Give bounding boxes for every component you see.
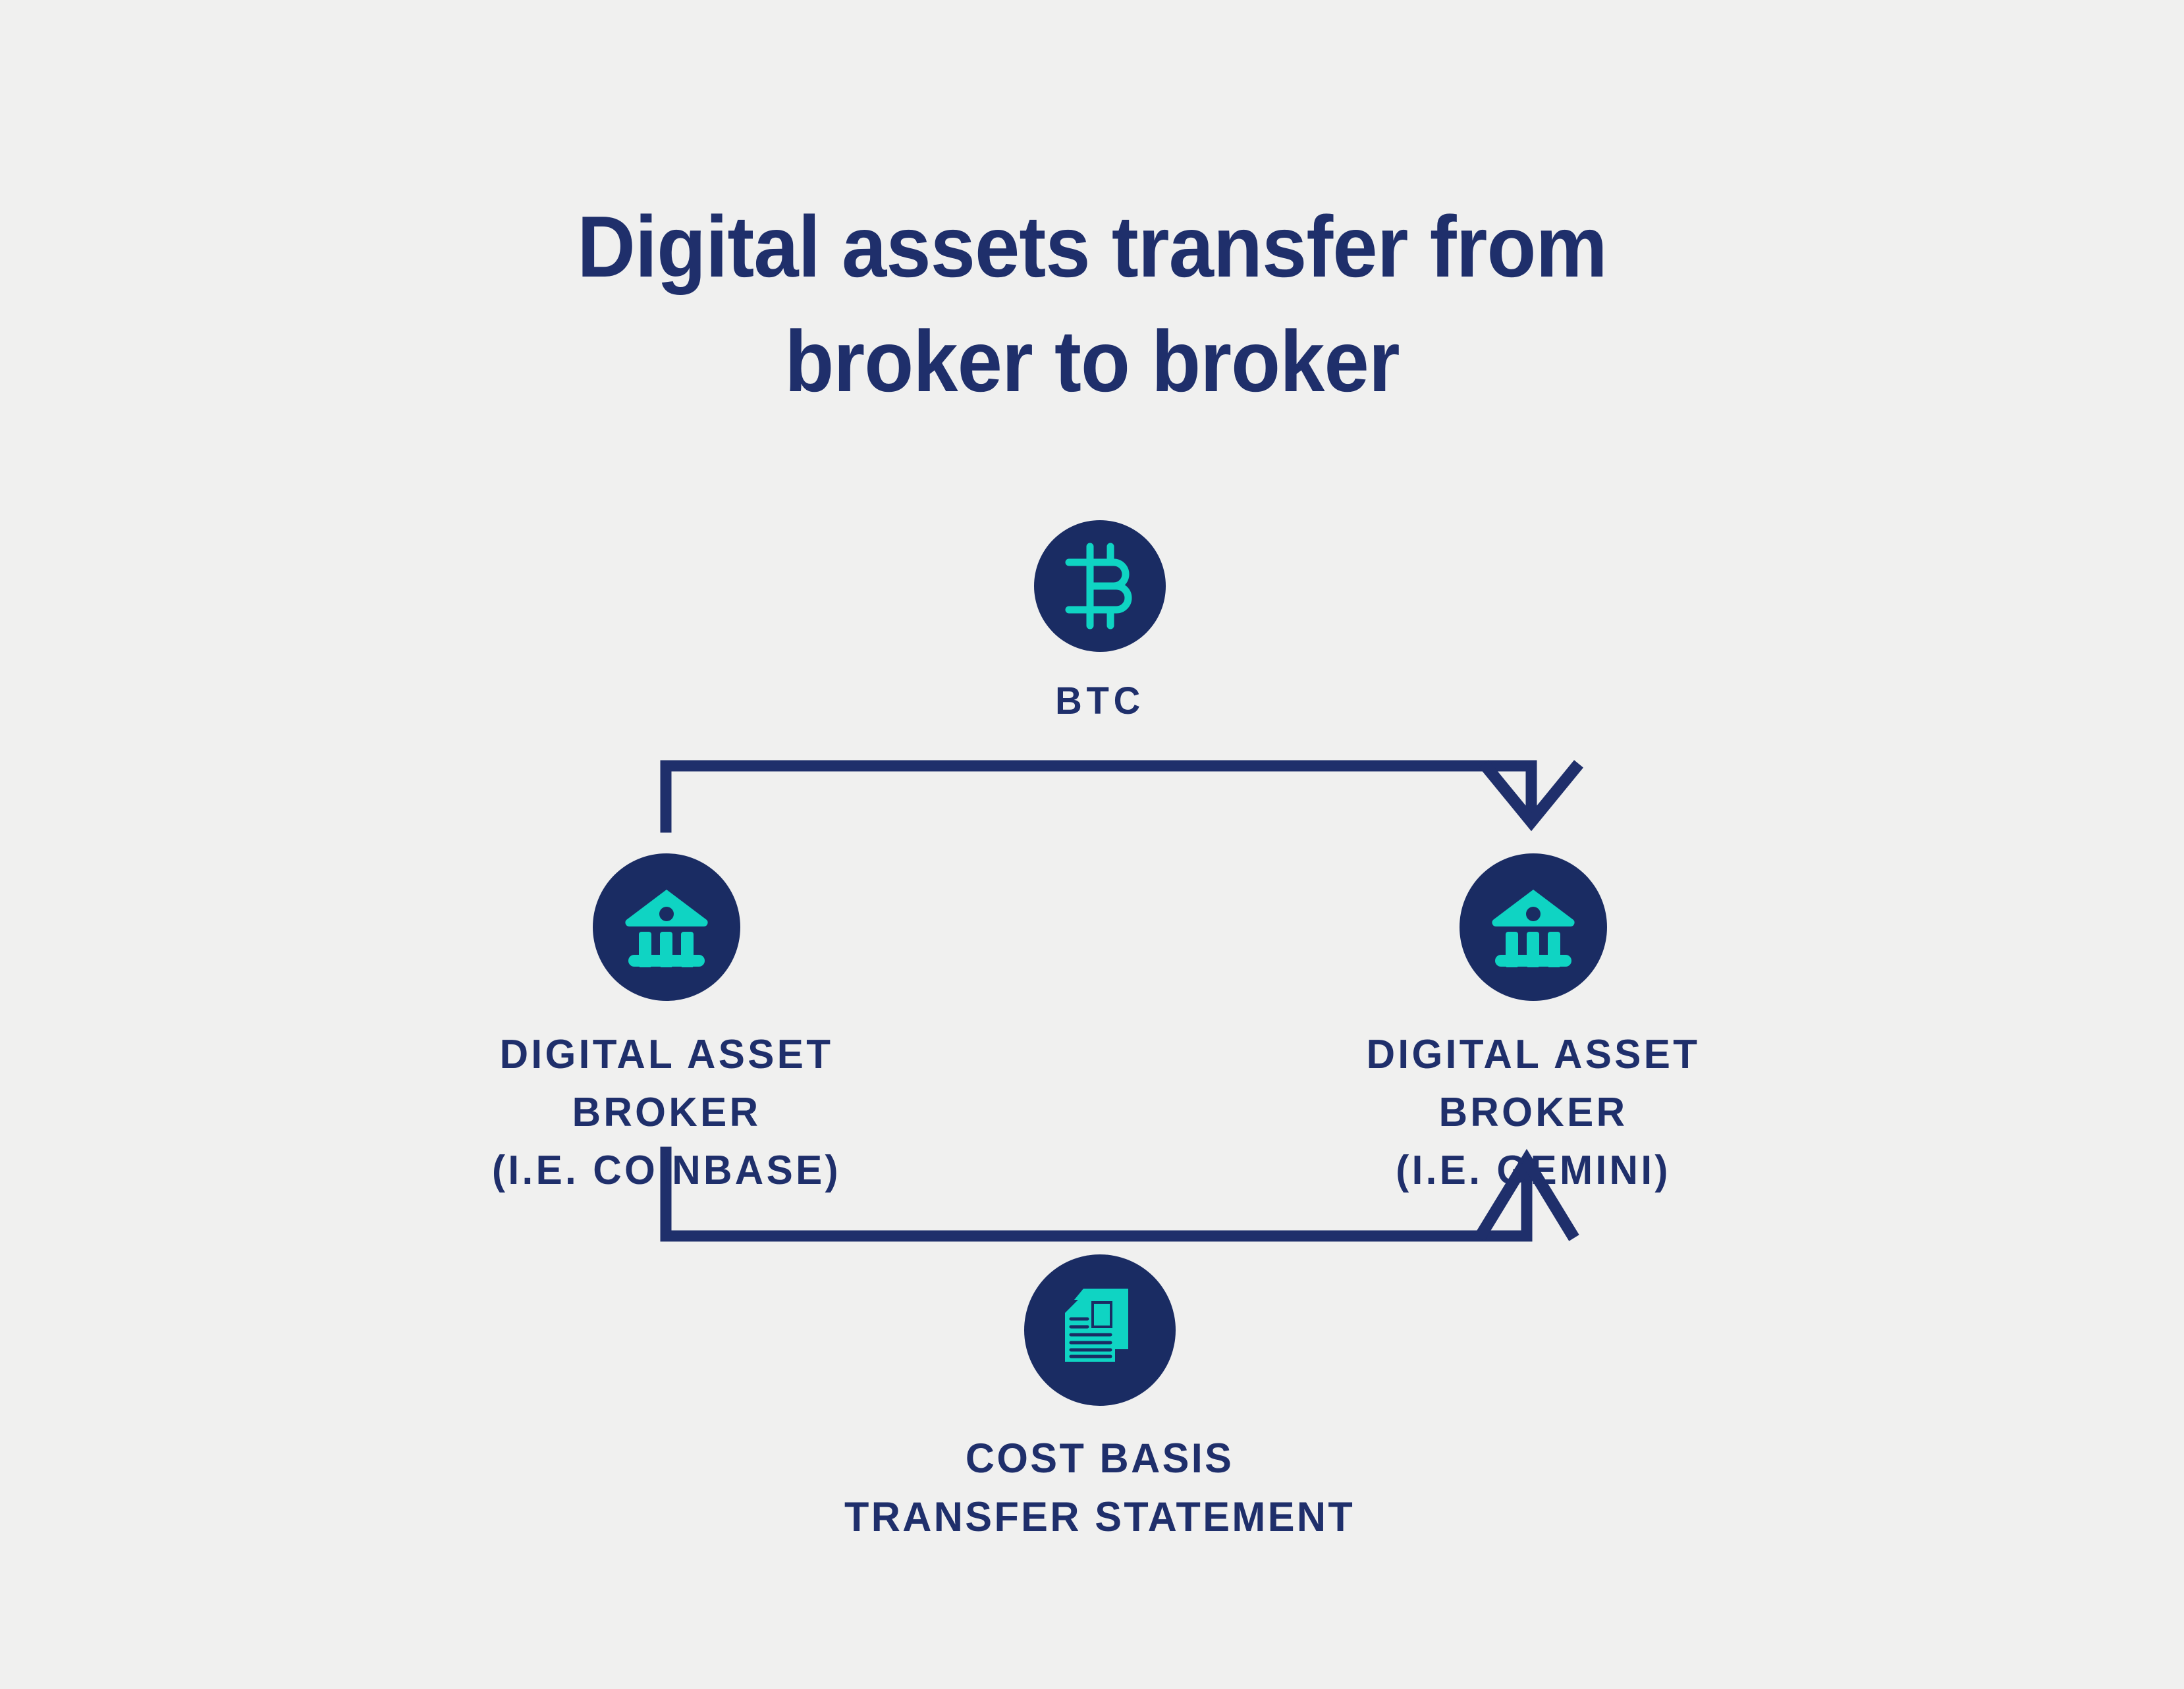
transfer-arrow-head xyxy=(1479,760,1583,832)
node-broker-left[interactable]: DIGITAL ASSET BROKER (I.E. COINBASE) xyxy=(403,853,930,1200)
bank-icon xyxy=(1492,890,1575,967)
page-title: Digital assets transfer from broker to b… xyxy=(577,198,1607,410)
broker-left-label: DIGITAL ASSET BROKER (I.E. COINBASE) xyxy=(492,1032,841,1194)
bank-icon xyxy=(625,890,708,967)
btc-circle xyxy=(1034,520,1166,652)
bitcoin-icon xyxy=(1065,543,1132,630)
node-broker-right[interactable]: DIGITAL ASSET BROKER (I.E. GEMINI) xyxy=(1270,853,1797,1200)
transfer-arrow-line xyxy=(660,760,1537,833)
node-cost-basis[interactable]: COST BASIS TRANSFER STATEMENT xyxy=(800,1254,1400,1547)
cost-basis-label: COST BASIS TRANSFER STATEMENT xyxy=(844,1435,1355,1541)
broker-right-circle xyxy=(1460,853,1607,1001)
documents-icon xyxy=(1065,1289,1128,1362)
broker-left-circle xyxy=(593,853,740,1001)
node-btc[interactable]: BTC xyxy=(968,520,1232,728)
btc-label: BTC xyxy=(1054,680,1145,722)
broker-right-label: DIGITAL ASSET BROKER (I.E. GEMINI) xyxy=(1366,1032,1701,1194)
cost-basis-circle xyxy=(1024,1254,1176,1406)
